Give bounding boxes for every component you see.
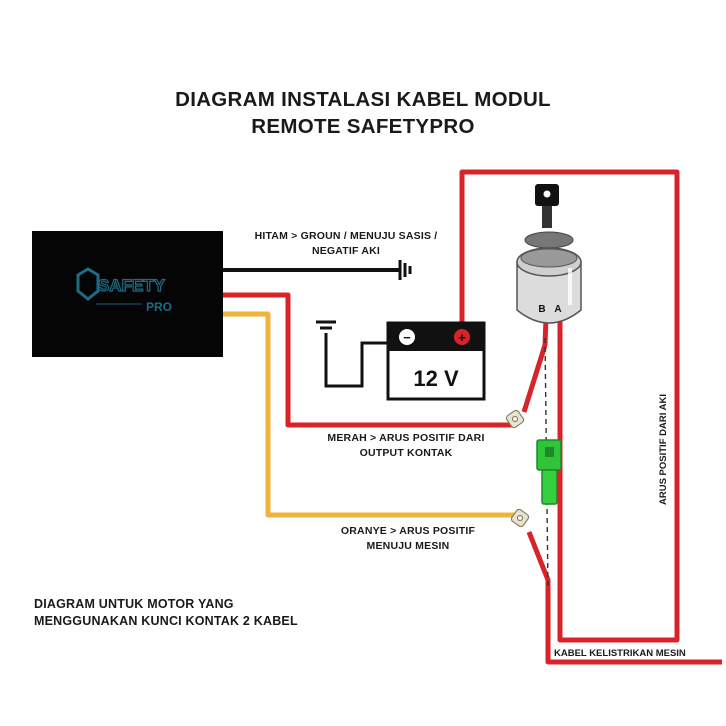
orange-wire-label: ORANYE > ARUS POSITIF MENUJU MESIN xyxy=(318,524,498,554)
red-output-wire xyxy=(223,292,516,428)
orange-spade-connector xyxy=(510,508,530,528)
module-logo-suffix: PRO xyxy=(146,300,172,314)
orange-wire-label-line-1: ORANYE > ARUS POSITIF xyxy=(340,525,476,537)
battery-positive-sign: + xyxy=(458,330,466,345)
battery-positive-vertical-label: ARUS POSITIF DARI AKI xyxy=(658,394,669,505)
key-b-wire xyxy=(521,317,722,665)
black-wire-label-line-2: NEGATIF AKI xyxy=(311,245,381,257)
diagram-footnote: DIAGRAM UNTUK MOTOR YANG MENGGUNAKAN KUN… xyxy=(34,596,298,630)
module-logo: SAFETY PRO xyxy=(76,267,172,314)
orange-wire-label-line-2: MENUJU MESIN xyxy=(366,540,450,552)
battery-positive-circle xyxy=(454,329,470,345)
title-line-1: DIAGRAM INSTALASI KABEL MODUL xyxy=(175,88,551,111)
battery-negative-circle xyxy=(399,329,415,345)
black-wire-label-line-1: HITAM > GROUN / MENUJU SASIS / xyxy=(254,230,438,242)
module-logo-text: SAFETY xyxy=(98,276,166,295)
red-spade-connector xyxy=(505,409,525,429)
battery-voltage: 12 V xyxy=(413,366,459,391)
ignition-switch: B A xyxy=(516,184,582,324)
shield-icon xyxy=(76,267,100,301)
battery-negative-sign: − xyxy=(403,330,411,345)
red-wire-label-line-2: OUTPUT KONTAK xyxy=(359,447,453,459)
red-wire-label-line-1: MERAH > ARUS POSITIF DARI xyxy=(327,432,485,444)
footnote-line-1: DIAGRAM UNTUK MOTOR YANG xyxy=(34,597,234,611)
remote-module: SAFETY PRO xyxy=(32,231,223,357)
battery-ground-symbol xyxy=(316,320,392,388)
battery: − + xyxy=(386,321,486,401)
key-blade xyxy=(542,206,552,228)
terminal-b-label: B xyxy=(538,304,545,315)
engine-cable-label: KABEL KELISTRIKAN MESIN xyxy=(554,648,686,659)
switch-body xyxy=(516,261,582,324)
terminal-a-label: A xyxy=(554,304,561,315)
title-line-2: REMOTE SAFETYPRO xyxy=(251,115,475,138)
battery-positive-wire xyxy=(459,169,680,643)
footnote-line-2: MENGGUNAKAN KUNCI KONTAK 2 KABEL xyxy=(34,614,298,628)
ground-symbol xyxy=(398,260,412,280)
green-connector xyxy=(536,439,562,505)
orange-engine-wire xyxy=(223,311,520,518)
diagram-title: DIAGRAM INSTALASI KABEL MODUL REMOTE SAF… xyxy=(0,86,726,140)
black-wire-label: HITAM > GROUN / MENUJU SASIS / NEGATIF A… xyxy=(228,229,464,259)
red-wire-label: MERAH > ARUS POSITIF DARI OUTPUT KONTAK xyxy=(306,431,506,461)
